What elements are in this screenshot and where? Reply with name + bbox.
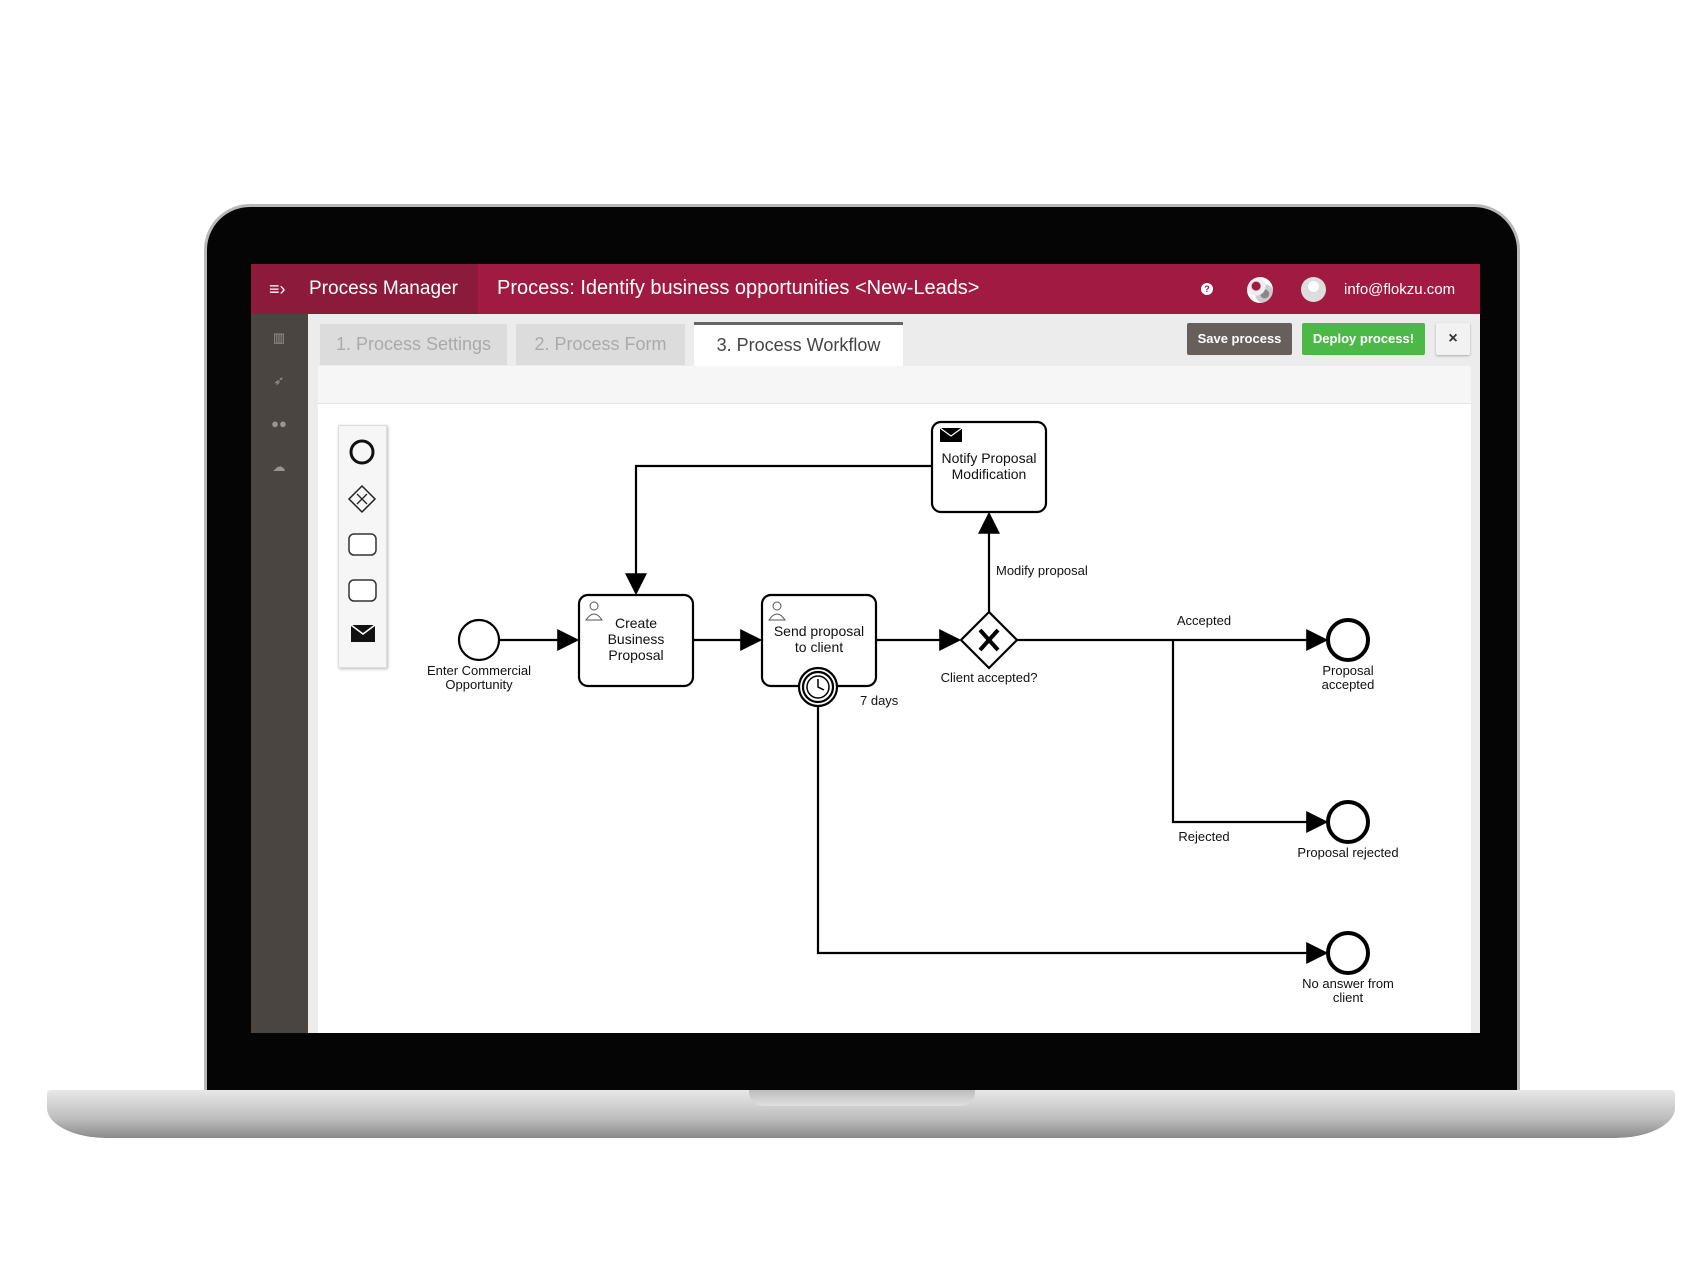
start-event[interactable] xyxy=(457,618,501,662)
tab-process-form[interactable]: 2. Process Form xyxy=(516,324,685,365)
start-label: Opportunity xyxy=(445,677,513,692)
task-label: Create xyxy=(615,615,657,631)
end-label: Proposal rejected xyxy=(1297,845,1398,860)
service-task-icon[interactable] xyxy=(348,579,377,602)
laptop-notch xyxy=(749,1090,975,1106)
gateway-x-icon xyxy=(978,628,1000,652)
user-email[interactable]: info@flokzu.com xyxy=(1344,281,1456,298)
timer-event-icon[interactable] xyxy=(797,666,839,708)
top-bar: ≡› Process Manager Process: Identify bus… xyxy=(251,264,1480,314)
task-create-proposal[interactable] xyxy=(577,593,695,688)
task-label: Send proposal xyxy=(774,623,864,639)
process-title: Process: Identify business opportunities… xyxy=(497,277,980,299)
tab-process-workflow[interactable]: 3. Process Workflow xyxy=(694,322,903,368)
flow-label-rejected: Rejected xyxy=(1178,829,1229,844)
settings-gears-icon[interactable] xyxy=(1247,277,1273,303)
envelope-icon xyxy=(939,427,963,442)
menu-icon[interactable]: ≡› xyxy=(269,278,286,299)
task-label: Modification xyxy=(952,466,1027,482)
app-brand: ≡› Process Manager xyxy=(251,264,478,314)
gateway-icon[interactable] xyxy=(347,484,377,514)
app-window: ≡› Process Manager Process: Identify bus… xyxy=(251,264,1480,1033)
message-task-icon[interactable] xyxy=(350,624,376,642)
end-event-no-answer[interactable] xyxy=(1326,931,1370,975)
rocket-icon[interactable]: ➶ xyxy=(273,373,285,388)
start-event-icon[interactable] xyxy=(349,439,375,465)
end-event-rejected[interactable] xyxy=(1326,800,1370,844)
chart-icon[interactable]: ▥ xyxy=(272,330,286,345)
close-button[interactable]: × xyxy=(1436,323,1470,355)
user-task-icon[interactable] xyxy=(348,533,377,556)
start-label: Enter Commercial xyxy=(427,663,531,678)
task-label: Proposal xyxy=(608,647,663,663)
save-process-button[interactable]: Save process xyxy=(1187,323,1292,355)
task-label: Business xyxy=(608,631,665,647)
users-icon[interactable]: ●● xyxy=(271,416,287,431)
end-label: client xyxy=(1333,990,1364,1005)
sidebar: ▥ ➶ ●● ☁ xyxy=(251,314,308,1033)
user-icon xyxy=(585,601,603,621)
deploy-process-button[interactable]: Deploy process! xyxy=(1302,323,1425,355)
flow-timeout[interactable] xyxy=(816,707,1329,964)
app-title: Process Manager xyxy=(309,278,458,299)
task-label: Notify Proposal xyxy=(942,450,1037,466)
end-event-accepted[interactable] xyxy=(1326,618,1370,662)
flow-label-accepted: Accepted xyxy=(1177,613,1231,628)
avatar[interactable] xyxy=(1301,277,1326,302)
workflow-editor xyxy=(318,366,1471,1033)
end-label: accepted xyxy=(1322,677,1375,692)
end-label: Proposal xyxy=(1322,663,1373,678)
help-icon[interactable]: ? xyxy=(1201,283,1213,295)
cloud-icon[interactable]: ☁ xyxy=(272,459,286,474)
end-label: No answer from xyxy=(1302,976,1394,991)
user-icon xyxy=(768,601,786,621)
flow-rejected[interactable] xyxy=(1171,640,1329,833)
bpmn-diagram: Enter Commercial Opportunity Create Busi… xyxy=(427,420,1399,1005)
flow-label-modify: Modify proposal xyxy=(996,563,1088,578)
editor-toolbar-strip xyxy=(318,366,1471,404)
tab-process-settings[interactable]: 1. Process Settings xyxy=(320,324,507,365)
timer-label: 7 days xyxy=(860,693,899,708)
flow-notify-create[interactable] xyxy=(625,464,932,596)
element-palette xyxy=(338,425,387,668)
task-notify-modification[interactable] xyxy=(930,420,1048,514)
task-label: to client xyxy=(795,639,843,655)
gateway-label: Client accepted? xyxy=(941,670,1038,685)
